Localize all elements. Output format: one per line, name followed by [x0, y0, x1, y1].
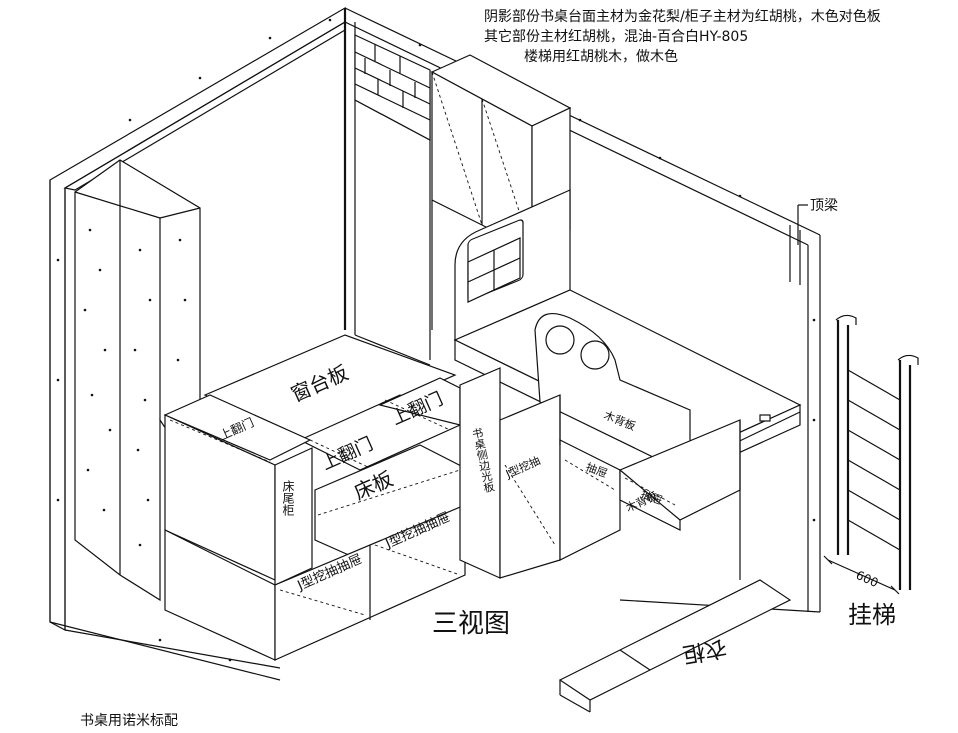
concrete-column	[74, 159, 201, 602]
label-dim-600: 600	[854, 568, 881, 590]
note-line-2: 其它部份主材红胡桃，混油-百合白HY-805	[484, 29, 749, 45]
note-bottom-left: 书桌用诺米标配	[80, 713, 178, 729]
desk-area	[459, 367, 741, 580]
label-ladder: 挂梯	[848, 601, 896, 629]
right-wall	[344, 7, 821, 613]
left-wall	[49, 6, 346, 681]
label-top-beam: 顶梁	[810, 198, 838, 214]
label-view-title: 三视图	[432, 609, 510, 639]
wardrobe-tower	[430, 54, 572, 330]
wardrobe-floor	[558, 579, 792, 713]
bed-cabinets	[163, 334, 466, 661]
concrete-texture	[56, 18, 332, 662]
note-line-3: 楼梯用红胡桃木，做木色	[524, 49, 678, 65]
hanging-ladder	[823, 314, 919, 595]
note-line-1: 阴影部份书桌台面主材为金花梨/柜子主材为红胡桃，木色对色板	[484, 9, 881, 25]
brick-wall	[354, 34, 431, 141]
top-beam-leader	[797, 204, 808, 245]
head-panel-window	[467, 237, 521, 303]
label-bed-end-cabinet: 床尾柜	[281, 480, 295, 516]
right-wall-texture	[418, 43, 816, 522]
